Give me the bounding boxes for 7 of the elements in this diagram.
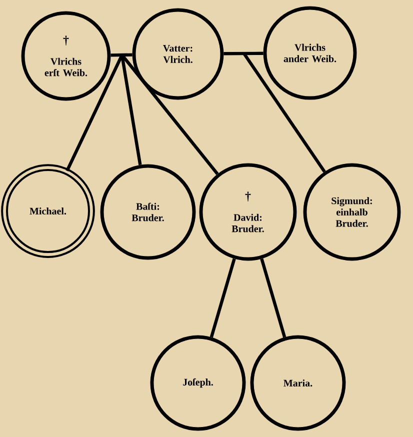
- descent-line: [66, 54, 124, 172]
- descent-line: [242, 52, 326, 173]
- descent-line: [260, 258, 286, 338]
- marriage-line: [110, 53, 132, 57]
- marriage-line: [224, 52, 264, 56]
- descent-line: [210, 258, 236, 338]
- descent-line: [120, 54, 219, 175]
